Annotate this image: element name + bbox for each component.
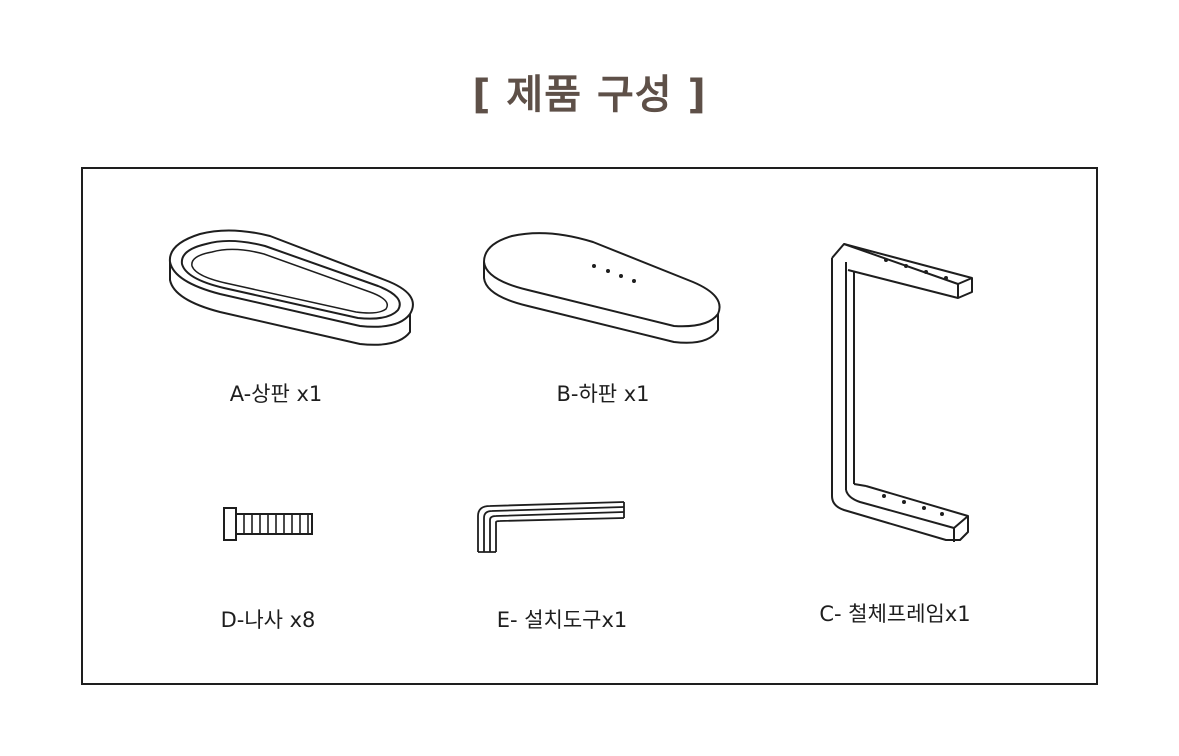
part-e-label: E- 설치도구x1 xyxy=(496,608,628,632)
page-title: [ 제품 구성 ] xyxy=(472,72,707,118)
part-b-label: B-하판 x1 xyxy=(556,382,650,406)
oval-board-bottom-panel-icon xyxy=(483,232,721,344)
part-a-label: A-상판 x1 xyxy=(229,382,323,406)
part-c-label: C- 철체프레임x1 xyxy=(819,602,971,626)
oval-tray-top-panel-icon xyxy=(168,229,414,346)
hex-key-tool-icon xyxy=(477,501,625,553)
screw-icon xyxy=(223,507,313,541)
steel-c-frame-icon xyxy=(831,243,973,542)
part-d-label: D-나사 x8 xyxy=(220,608,316,632)
parts-list-frame xyxy=(81,167,1098,685)
